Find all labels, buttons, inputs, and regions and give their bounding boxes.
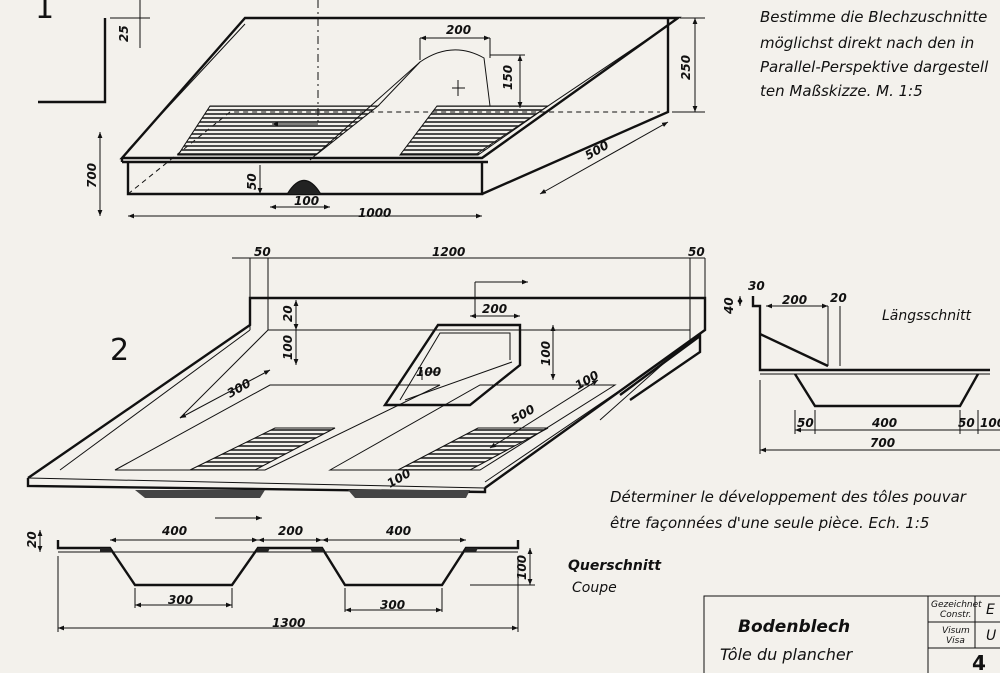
center-ramp <box>382 323 522 407</box>
dim-1200: 1200 <box>432 245 465 259</box>
floor-panel-left <box>189 427 336 471</box>
instructions-german: Bestimme die Blechzuschnitte möglichst d… <box>760 8 989 100</box>
svg-text:möglichst direkt nach den in: möglichst direkt nach den in <box>760 34 974 52</box>
tray-outer-outline <box>27 296 707 489</box>
dim-50-right: 50 <box>958 416 975 430</box>
cross-section-profile <box>56 540 520 587</box>
dim-50-right: 50 <box>688 245 705 259</box>
dim-20: 20 <box>281 305 295 322</box>
dim-100-b: 100 <box>539 341 553 366</box>
longitudinal-section: 40 30 200 20 Längsschnitt 50 400 50 100 … <box>722 279 1000 454</box>
svg-text:Déterminer le développement de: Déterminer le développement des tôles po… <box>610 488 967 506</box>
dim-100-c: 100 <box>416 365 441 379</box>
dim-700: 700 <box>85 163 99 188</box>
floor-panel-right <box>397 427 549 471</box>
dim-500: 500 <box>583 138 612 163</box>
drawn-initials: E <box>986 602 995 618</box>
section-label-coupe: Coupe <box>572 580 617 596</box>
svg-text:Parallel-Perspektive dargestel: Parallel-Perspektive dargestell <box>760 58 989 76</box>
sheet-number: 4 <box>972 651 986 673</box>
figure-1-number: 1 <box>35 0 54 26</box>
dim-100: 100 <box>294 194 319 208</box>
dim-200: 200 <box>446 23 471 37</box>
dim-250: 250 <box>679 55 693 80</box>
dim-200: 200 <box>482 302 507 316</box>
title-french: Tôle du plancher <box>720 645 854 664</box>
section-label-long: Längsschnitt <box>882 308 972 324</box>
dim-100-a: 100 <box>281 335 295 360</box>
dim-200: 200 <box>782 293 807 307</box>
dim-100: 100 <box>980 416 1000 430</box>
drawn-label: Gezeichnet <box>931 600 982 610</box>
tray-top-outline <box>119 16 682 160</box>
figure-2-tray: 2 50 1200 50 20 100 <box>26 245 707 521</box>
figure-1-tray: 25 1 200 150 250 500 700 <box>35 0 705 220</box>
long-section-profile <box>751 296 990 372</box>
instructions-french: Déterminer le développement des tôles po… <box>610 488 967 532</box>
visum-label: Visum <box>942 626 970 636</box>
corner-profile <box>38 18 107 104</box>
dim-30: 30 <box>748 279 765 293</box>
svg-text:Bestimme die Blechzuschnitte: Bestimme die Blechzuschnitte <box>760 8 987 26</box>
dim-500: 500 <box>509 402 538 427</box>
dim-150: 150 <box>501 65 515 90</box>
svg-text:être façonnées d'une seule piè: être façonnées d'une seule pièce. Ech. 1… <box>610 514 929 532</box>
dim-50: 50 <box>245 173 259 190</box>
title-block: Bodenblech Tôle du plancher Gezeichnet C… <box>703 595 1000 673</box>
dim-300-left: 300 <box>168 593 193 607</box>
floor-panel-right <box>398 105 550 156</box>
dim-40: 40 <box>722 297 736 315</box>
floor-panel-left <box>177 105 380 156</box>
dim-20: 20 <box>25 531 39 548</box>
dim-1000: 1000 <box>358 206 391 220</box>
svg-text:Constr.: Constr. <box>940 610 971 620</box>
dim-700: 700 <box>870 436 895 450</box>
title-german: Bodenblech <box>738 617 850 637</box>
dim-300-right: 300 <box>380 598 405 612</box>
visum-initials: U <box>986 628 996 644</box>
center-tunnel <box>309 49 491 161</box>
dim-400-left: 400 <box>161 524 187 538</box>
cross-section: 20 400 200 400 100 300 300 1300 Querschn… <box>25 524 662 632</box>
svg-text:ten Maßskizze. M. 1:5: ten Maßskizze. M. 1:5 <box>760 82 923 100</box>
dim-400-right: 400 <box>385 524 411 538</box>
dim-25: 25 <box>117 25 131 42</box>
dim-200: 200 <box>278 524 303 538</box>
dim-50-left: 50 <box>254 245 271 259</box>
figure-2-number: 2 <box>110 333 129 368</box>
long-section-well <box>793 373 980 408</box>
dim-400: 400 <box>871 416 897 430</box>
dim-20: 20 <box>830 291 847 305</box>
dim-1300: 1300 <box>272 616 305 630</box>
dim-50-left: 50 <box>797 416 814 430</box>
dim-100: 100 <box>515 555 529 580</box>
svg-text:Visa: Visa <box>946 636 965 646</box>
section-label-cross: Querschnitt <box>568 558 662 574</box>
